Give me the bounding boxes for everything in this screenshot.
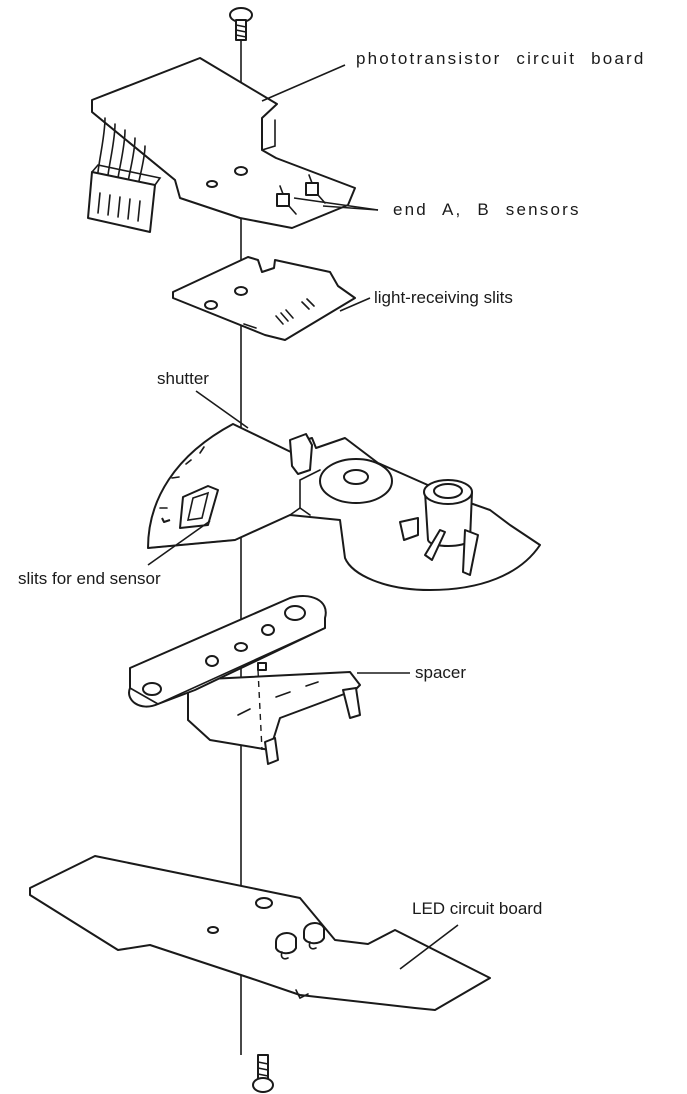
label-spacer: spacer — [415, 663, 467, 682]
shutter — [147, 423, 541, 591]
label-slits-for-end-sensor: slits for end sensor — [18, 569, 161, 588]
spacer — [128, 595, 361, 765]
label-shutter: shutter — [157, 369, 209, 388]
led-pair — [275, 922, 325, 960]
top-screw — [229, 7, 253, 41]
label-light-receiving-slits: light-receiving slits — [374, 288, 513, 307]
led-board — [29, 855, 491, 1011]
light-receiving-slits-plate — [172, 256, 356, 341]
label-led-circuit-board: LED circuit board — [412, 899, 543, 918]
leader-lines — [147, 64, 459, 970]
end-sensors — [276, 174, 326, 215]
phototransistor-board — [87, 57, 356, 233]
label-phototransistor-circuit-board: phototransistor circuit board — [356, 49, 646, 68]
bottom-screw — [252, 1054, 274, 1093]
label-end-sensors: end A, B sensors — [393, 200, 581, 219]
